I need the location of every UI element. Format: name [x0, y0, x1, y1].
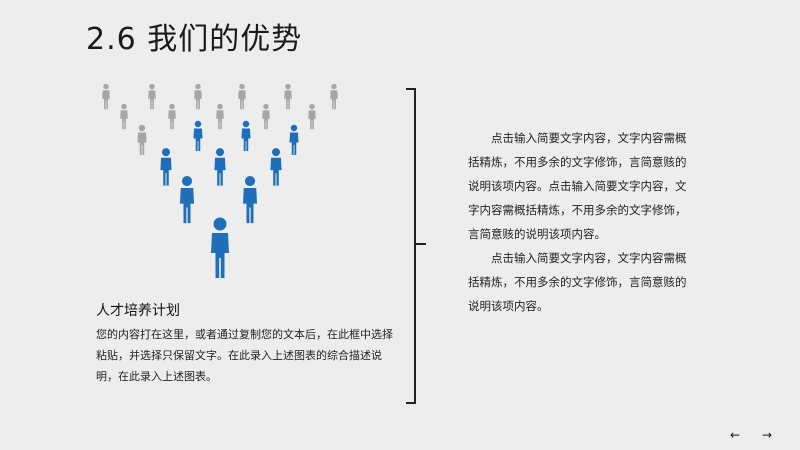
person-icon — [179, 175, 195, 224]
person-icon — [270, 148, 282, 186]
right-paragraph-1: 点击输入简要文字内容，文字内容需概括精炼，不用多余的文字修饰，言简意赅的说明该项… — [468, 131, 687, 241]
bracket-tick — [414, 243, 426, 245]
right-text-block: 点击输入简要文字内容，文字内容需概括精炼，不用多余的文字修饰，言简意赅的说明该项… — [468, 126, 690, 318]
person-icon — [214, 148, 226, 186]
person-icon — [193, 120, 203, 151]
person-icon — [241, 120, 251, 151]
prev-arrow-icon[interactable]: ← — [730, 428, 741, 442]
person-icon — [137, 124, 147, 155]
person-icon — [242, 175, 258, 224]
person-icon — [238, 83, 246, 110]
person-icon — [120, 103, 128, 130]
left-body: 您的内容打在这里，或者通过复制您的文本后，在此框中选择粘贴，并选择只保留文字。在… — [96, 328, 393, 383]
next-arrow-icon[interactable]: → — [762, 428, 773, 442]
left-text-block: 人才培养计划 您的内容打在这里，或者通过复制您的文本后，在此框中选择粘贴，并选择… — [96, 300, 396, 387]
person-icon — [168, 103, 176, 130]
person-icon — [262, 103, 270, 130]
person-icon — [194, 83, 202, 110]
left-heading: 人才培养计划 — [96, 303, 180, 319]
person-icon — [284, 83, 292, 110]
person-icon — [211, 217, 229, 278]
right-bracket — [406, 88, 416, 404]
person-icon — [330, 83, 338, 110]
people-pyramid-graphic — [102, 83, 338, 278]
person-icon — [148, 83, 156, 110]
person-icon — [160, 148, 172, 186]
person-icon — [289, 124, 299, 155]
slide-title: 2.6 我们的优势 — [86, 22, 303, 57]
person-icon — [216, 103, 224, 130]
person-icon — [308, 103, 316, 130]
right-paragraph-2: 点击输入简要文字内容，文字内容需概括精炼，不用多余的文字修饰，言简意赅的说明该项… — [468, 251, 687, 313]
person-icon — [102, 83, 110, 110]
